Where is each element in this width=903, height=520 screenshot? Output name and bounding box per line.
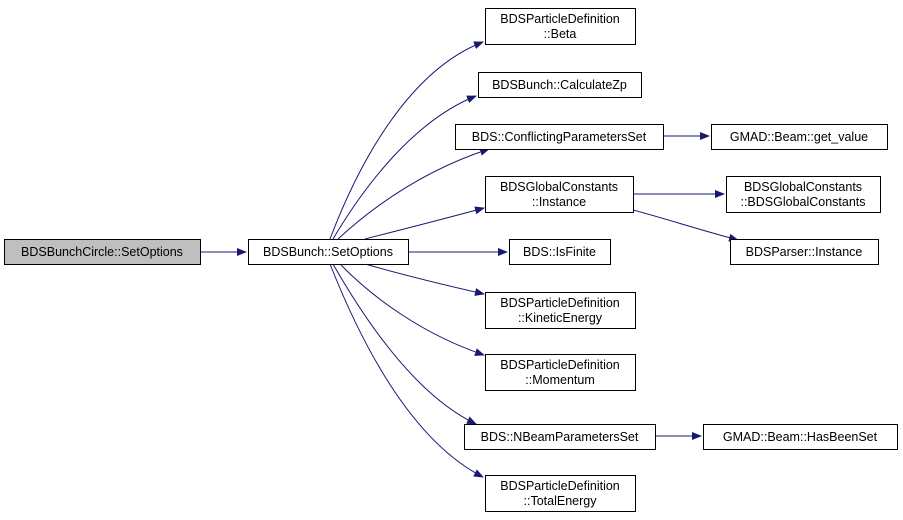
node-box bbox=[485, 8, 636, 45]
node-isfinite[interactable]: BDS::IsFinite bbox=[509, 239, 611, 265]
node-box bbox=[485, 176, 634, 213]
node-label: BDSBunch::CalculateZp bbox=[492, 78, 627, 92]
node-label: ::KineticEnergy bbox=[518, 311, 603, 325]
node-calczp[interactable]: BDSBunch::CalculateZp bbox=[478, 72, 642, 98]
node-label: ::BDSGlobalConstants bbox=[740, 195, 865, 209]
node-box bbox=[703, 424, 898, 450]
node-box bbox=[4, 239, 201, 265]
edge-setopts-to-total bbox=[329, 263, 484, 478]
node-box bbox=[509, 239, 611, 265]
edge-setopts-to-momentum bbox=[339, 263, 485, 356]
node-box bbox=[726, 176, 881, 213]
node-label: BDS::ConflictingParametersSet bbox=[472, 130, 647, 144]
node-gcinst[interactable]: BDSGlobalConstants::Instance bbox=[485, 176, 634, 213]
node-box bbox=[464, 424, 656, 450]
node-box bbox=[455, 124, 664, 150]
node-layer: BDSBunchCircle::SetOptions BDSBunch::SetO… bbox=[4, 8, 898, 512]
node-conflict[interactable]: BDS::ConflictingParametersSet bbox=[455, 124, 664, 150]
node-label: BDSParticleDefinition bbox=[500, 12, 620, 26]
node-label: ::Beta bbox=[544, 27, 577, 41]
node-label: ::Momentum bbox=[525, 373, 594, 387]
node-label: BDS::NBeamParametersSet bbox=[481, 430, 639, 444]
node-setopts[interactable]: BDSBunch::SetOptions bbox=[248, 239, 409, 265]
node-label: BDSParticleDefinition bbox=[500, 479, 620, 493]
edge-setopts-to-nbeam bbox=[332, 263, 477, 425]
node-label: BDSParticleDefinition bbox=[500, 296, 620, 310]
node-label: GMAD::Beam::get_value bbox=[730, 130, 868, 144]
node-total[interactable]: BDSParticleDefinition::TotalEnergy bbox=[485, 475, 636, 512]
node-box bbox=[478, 72, 642, 98]
node-nbeam[interactable]: BDS::NBeamParametersSet bbox=[464, 424, 656, 450]
node-box bbox=[248, 239, 409, 265]
node-momentum[interactable]: BDSParticleDefinition::Momentum bbox=[485, 354, 636, 391]
edge-setopts-to-conflict bbox=[337, 148, 490, 240]
node-hasbeenset[interactable]: GMAD::Beam::HasBeenSet bbox=[703, 424, 898, 450]
edge-setopts-to-kinetic bbox=[364, 263, 485, 296]
node-root[interactable]: BDSBunchCircle::SetOptions bbox=[4, 239, 201, 265]
node-kinetic[interactable]: BDSParticleDefinition::KineticEnergy bbox=[485, 292, 636, 329]
node-label: BDSParticleDefinition bbox=[500, 358, 620, 372]
node-box bbox=[485, 292, 636, 329]
edge-layer bbox=[200, 41, 739, 478]
node-label: BDS::IsFinite bbox=[523, 245, 596, 259]
node-box bbox=[711, 124, 888, 150]
edge-setopts-to-beta bbox=[329, 41, 484, 240]
node-parser[interactable]: BDSParser::Instance bbox=[730, 239, 879, 265]
node-getvalue[interactable]: GMAD::Beam::get_value bbox=[711, 124, 888, 150]
edge-setopts-to-calczp bbox=[332, 95, 477, 240]
node-box bbox=[730, 239, 879, 265]
node-label: BDSBunch::SetOptions bbox=[263, 245, 393, 259]
node-gcctor[interactable]: BDSGlobalConstants::BDSGlobalConstants bbox=[726, 176, 881, 213]
edge-gcinst-to-parser bbox=[632, 209, 739, 242]
node-label: ::TotalEnergy bbox=[524, 494, 598, 508]
node-box bbox=[485, 475, 636, 512]
node-label: BDSGlobalConstants bbox=[744, 180, 862, 194]
edge-setopts-to-gcinst bbox=[364, 206, 485, 240]
node-label: GMAD::Beam::HasBeenSet bbox=[723, 430, 878, 444]
node-label: BDSParser::Instance bbox=[746, 245, 863, 259]
node-label: BDSBunchCircle::SetOptions bbox=[21, 245, 183, 259]
node-label: ::Instance bbox=[532, 195, 586, 209]
node-beta[interactable]: BDSParticleDefinition::Beta bbox=[485, 8, 636, 45]
node-box bbox=[485, 354, 636, 391]
node-label: BDSGlobalConstants bbox=[500, 180, 618, 194]
